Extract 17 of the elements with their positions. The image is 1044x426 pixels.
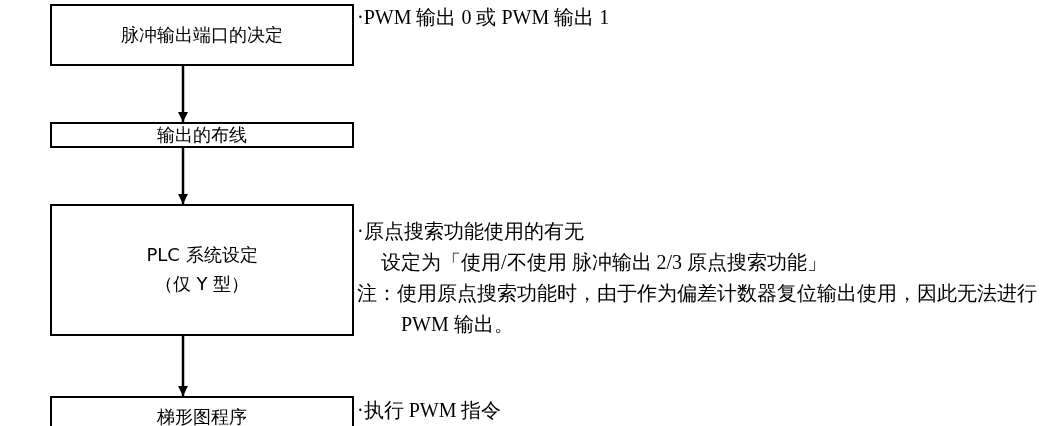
arrow [178,336,188,396]
note-text: 注：使用原点搜索功能时，由于作为偏差计数器复位输出使用，因此无法进行 PWM 输出。 [357,281,1038,337]
box-label: PLC 系统设定 [146,243,258,268]
bullet-note: ·PWM 输出 0 或 PWM 输出 1 [357,5,611,30]
description-text: 设定为「使用/不使用 脉冲输出 2/3 原点搜索功能」 [380,250,829,275]
process-box [50,204,354,336]
process-box [50,4,354,66]
process-box [50,122,354,148]
box-label: 输出的布线 [157,122,247,147]
process-box [50,396,354,426]
box-label: （仅 Y 型） [154,272,250,296]
bullet-note: ·执行 PWM 指令 [357,398,503,423]
arrow [178,148,188,204]
bullet-note: ·原点搜索功能使用的有无 [357,219,585,244]
arrow [178,66,188,122]
box-label: 脉冲输出端口的决定 [121,22,283,47]
box-label: 梯形图程序 [157,404,247,426]
